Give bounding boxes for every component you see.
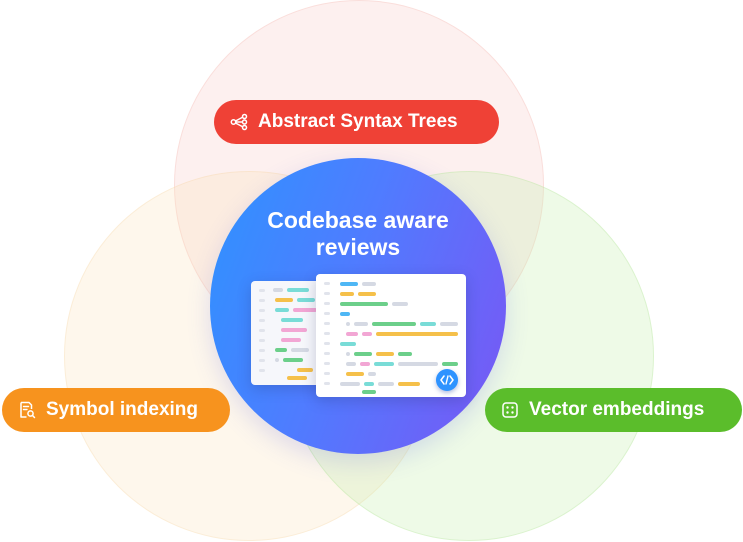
pill-label: Symbol indexing (46, 399, 199, 420)
center-title-line2: reviews (315, 234, 401, 260)
dots-grid-icon (501, 401, 519, 419)
tree-graph-icon (230, 113, 248, 131)
pill-label: Vector embeddings (529, 399, 705, 420)
document-search-icon (18, 401, 36, 419)
center-title: Codebase aware reviews (210, 207, 506, 261)
pill-symbol-indexing: Symbol indexing (2, 388, 230, 432)
code-brackets-icon (436, 369, 458, 391)
pill-abstract-syntax-trees: Abstract Syntax Trees (214, 100, 499, 144)
center-title-line1: Codebase aware (267, 207, 449, 233)
pill-label: Abstract Syntax Trees (258, 111, 458, 132)
pill-vector-embeddings: Vector embeddings (485, 388, 742, 432)
